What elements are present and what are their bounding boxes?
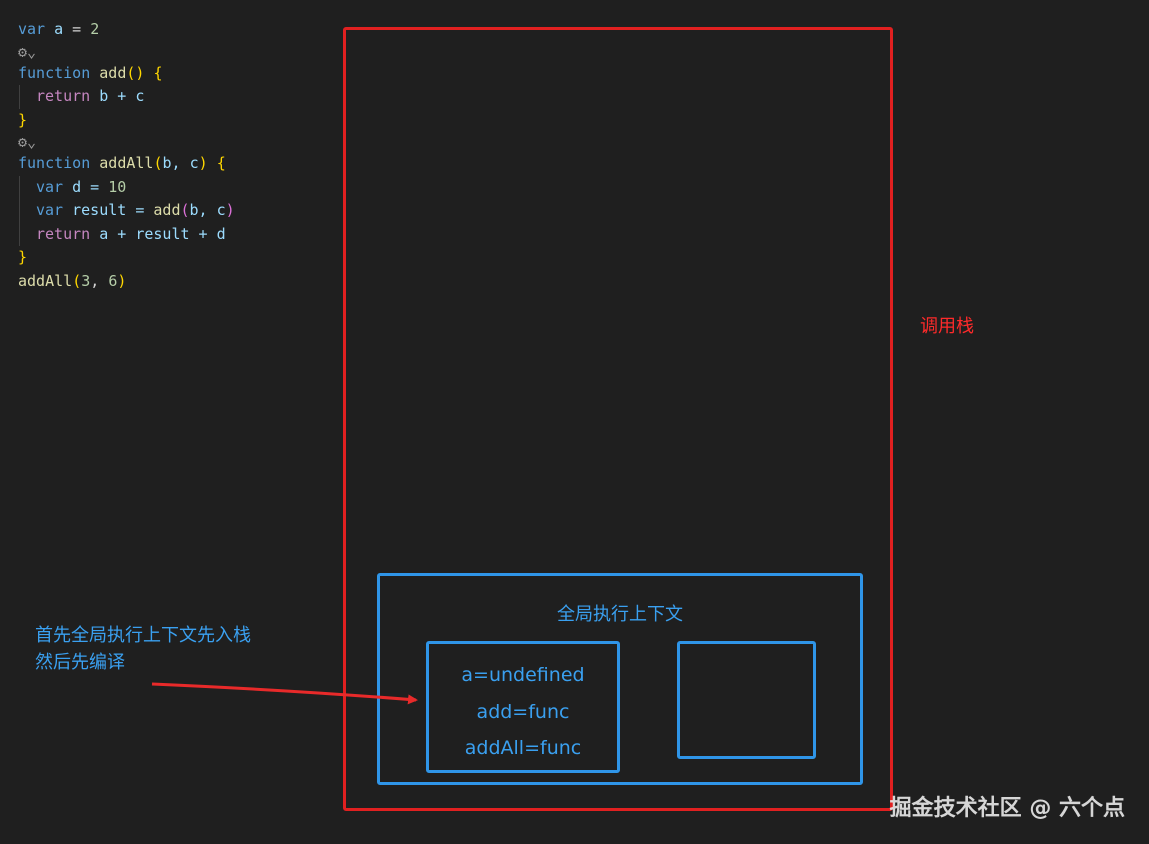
number-literal: 2 [90, 20, 100, 38]
expression: b + c [90, 87, 145, 105]
paren: ) [117, 271, 127, 290]
number-literal: 3 [81, 271, 91, 290]
brace: { [216, 154, 226, 172]
paren: ) [198, 154, 208, 172]
paren: ( [180, 201, 190, 219]
code-line-4: } [18, 109, 235, 133]
watermark: 掘金技术社区 @ 六个点 [889, 796, 1125, 821]
call-stack-box [343, 27, 893, 811]
function-name: addAll [99, 154, 154, 172]
parameters: b, c [162, 154, 199, 172]
separator: , [90, 271, 109, 290]
code-line-9: } [18, 246, 235, 270]
keyword: var [18, 20, 46, 38]
paren: () [126, 63, 145, 82]
call-stack-label: 调用栈 [920, 316, 974, 337]
annotation-line: 然后先编译 [35, 652, 125, 673]
brace: } [18, 110, 28, 129]
codelens-1[interactable]: ⚙⌄ [18, 42, 235, 62]
global-execution-context-title: 全局执行上下文 [557, 604, 683, 625]
expression: result = [63, 201, 154, 219]
code-editor: var a = 2 ⚙⌄ function add() { return b +… [18, 18, 235, 293]
brace: { [153, 63, 163, 82]
codelens-gear-icon[interactable]: ⚙⌄ [18, 42, 37, 61]
arguments: b, c [189, 201, 226, 219]
identifier: a [54, 20, 64, 38]
codelens-gear-icon[interactable]: ⚙⌄ [18, 133, 37, 151]
function-name: add [99, 63, 127, 82]
keyword: return [36, 87, 91, 105]
variable-entry: a=undefined [461, 664, 585, 686]
function-call: add [153, 201, 181, 219]
global-execution-context-box: 全局执行上下文 [377, 573, 863, 785]
keyword: var [36, 201, 64, 219]
lexical-environment-box [677, 641, 816, 759]
paren: ( [153, 154, 163, 172]
code-line-6: var d = 10 [18, 175, 235, 200]
keyword: return [36, 224, 91, 243]
paren: ) [225, 201, 235, 219]
code-line-8: return a + result + d [18, 222, 235, 247]
variable-environment-box: a=undefined add=func addAll=func [426, 641, 620, 773]
paren: ( [72, 271, 82, 290]
codelens-2[interactable]: ⚙⌄ [18, 132, 235, 152]
keyword: function [18, 63, 91, 82]
code-line-3: return b + c [18, 85, 235, 109]
number-literal: 6 [108, 271, 118, 290]
number-literal: 10 [108, 177, 127, 196]
expression: a + result + d [90, 224, 226, 243]
code-line-2: function add() { [18, 62, 235, 86]
brace: } [18, 248, 28, 266]
variable-entry: addAll=func [464, 737, 582, 759]
operator: = [63, 20, 91, 38]
expression: d = [63, 177, 109, 196]
code-line-10: addAll(3, 6) [18, 270, 235, 294]
annotation-note: 首先全局执行上下文先入栈 然后先编译 [35, 622, 251, 676]
code-line-5: function addAll(b, c) { [18, 152, 235, 176]
function-call: addAll [18, 271, 73, 290]
code-line-7: var result = add(b, c) [18, 199, 235, 223]
keyword: var [36, 177, 64, 196]
annotation-line: 首先全局执行上下文先入栈 [35, 625, 251, 646]
variable-entry: add=func [476, 701, 570, 723]
keyword: function [18, 154, 91, 172]
code-line-1: var a = 2 [18, 18, 235, 42]
